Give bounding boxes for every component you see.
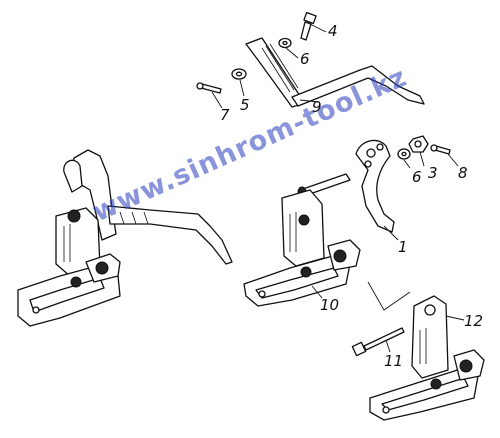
callout-9: 10 [320,296,340,314]
callout-6-upper: 6 [300,50,310,68]
leader-lines [211,23,465,353]
bolt-part-4 [300,11,317,41]
washer-part-6-upper [278,37,292,49]
cotter-pin-part-7 [196,82,222,94]
long-bolt-part-11 [351,327,405,357]
callout-10: 9 [312,98,322,116]
callout-1: 1 [398,238,408,256]
callout-8: 8 [458,164,468,182]
pin-part-8 [430,144,451,155]
callout-12: 12 [464,312,484,330]
callout-3: 3 [428,164,438,182]
callout-5: 5 [240,96,250,114]
callout-11: 11 [384,352,404,370]
alternative-variant-leader [367,281,411,311]
bracket-assembly-part-9 [243,173,361,307]
bracket-part-1 [355,139,395,233]
callout-7: 7 [220,106,230,124]
pedal-lever-part-10 [245,37,425,108]
bracket-part-12 [369,295,485,421]
left-pedal-assembly [17,149,233,327]
washer-part-5 [231,68,247,80]
callout-4: 4 [328,22,338,40]
callout-6-lower: 6 [412,168,422,186]
washer-part-6-lower [397,148,411,160]
nut-part-3 [408,135,429,153]
